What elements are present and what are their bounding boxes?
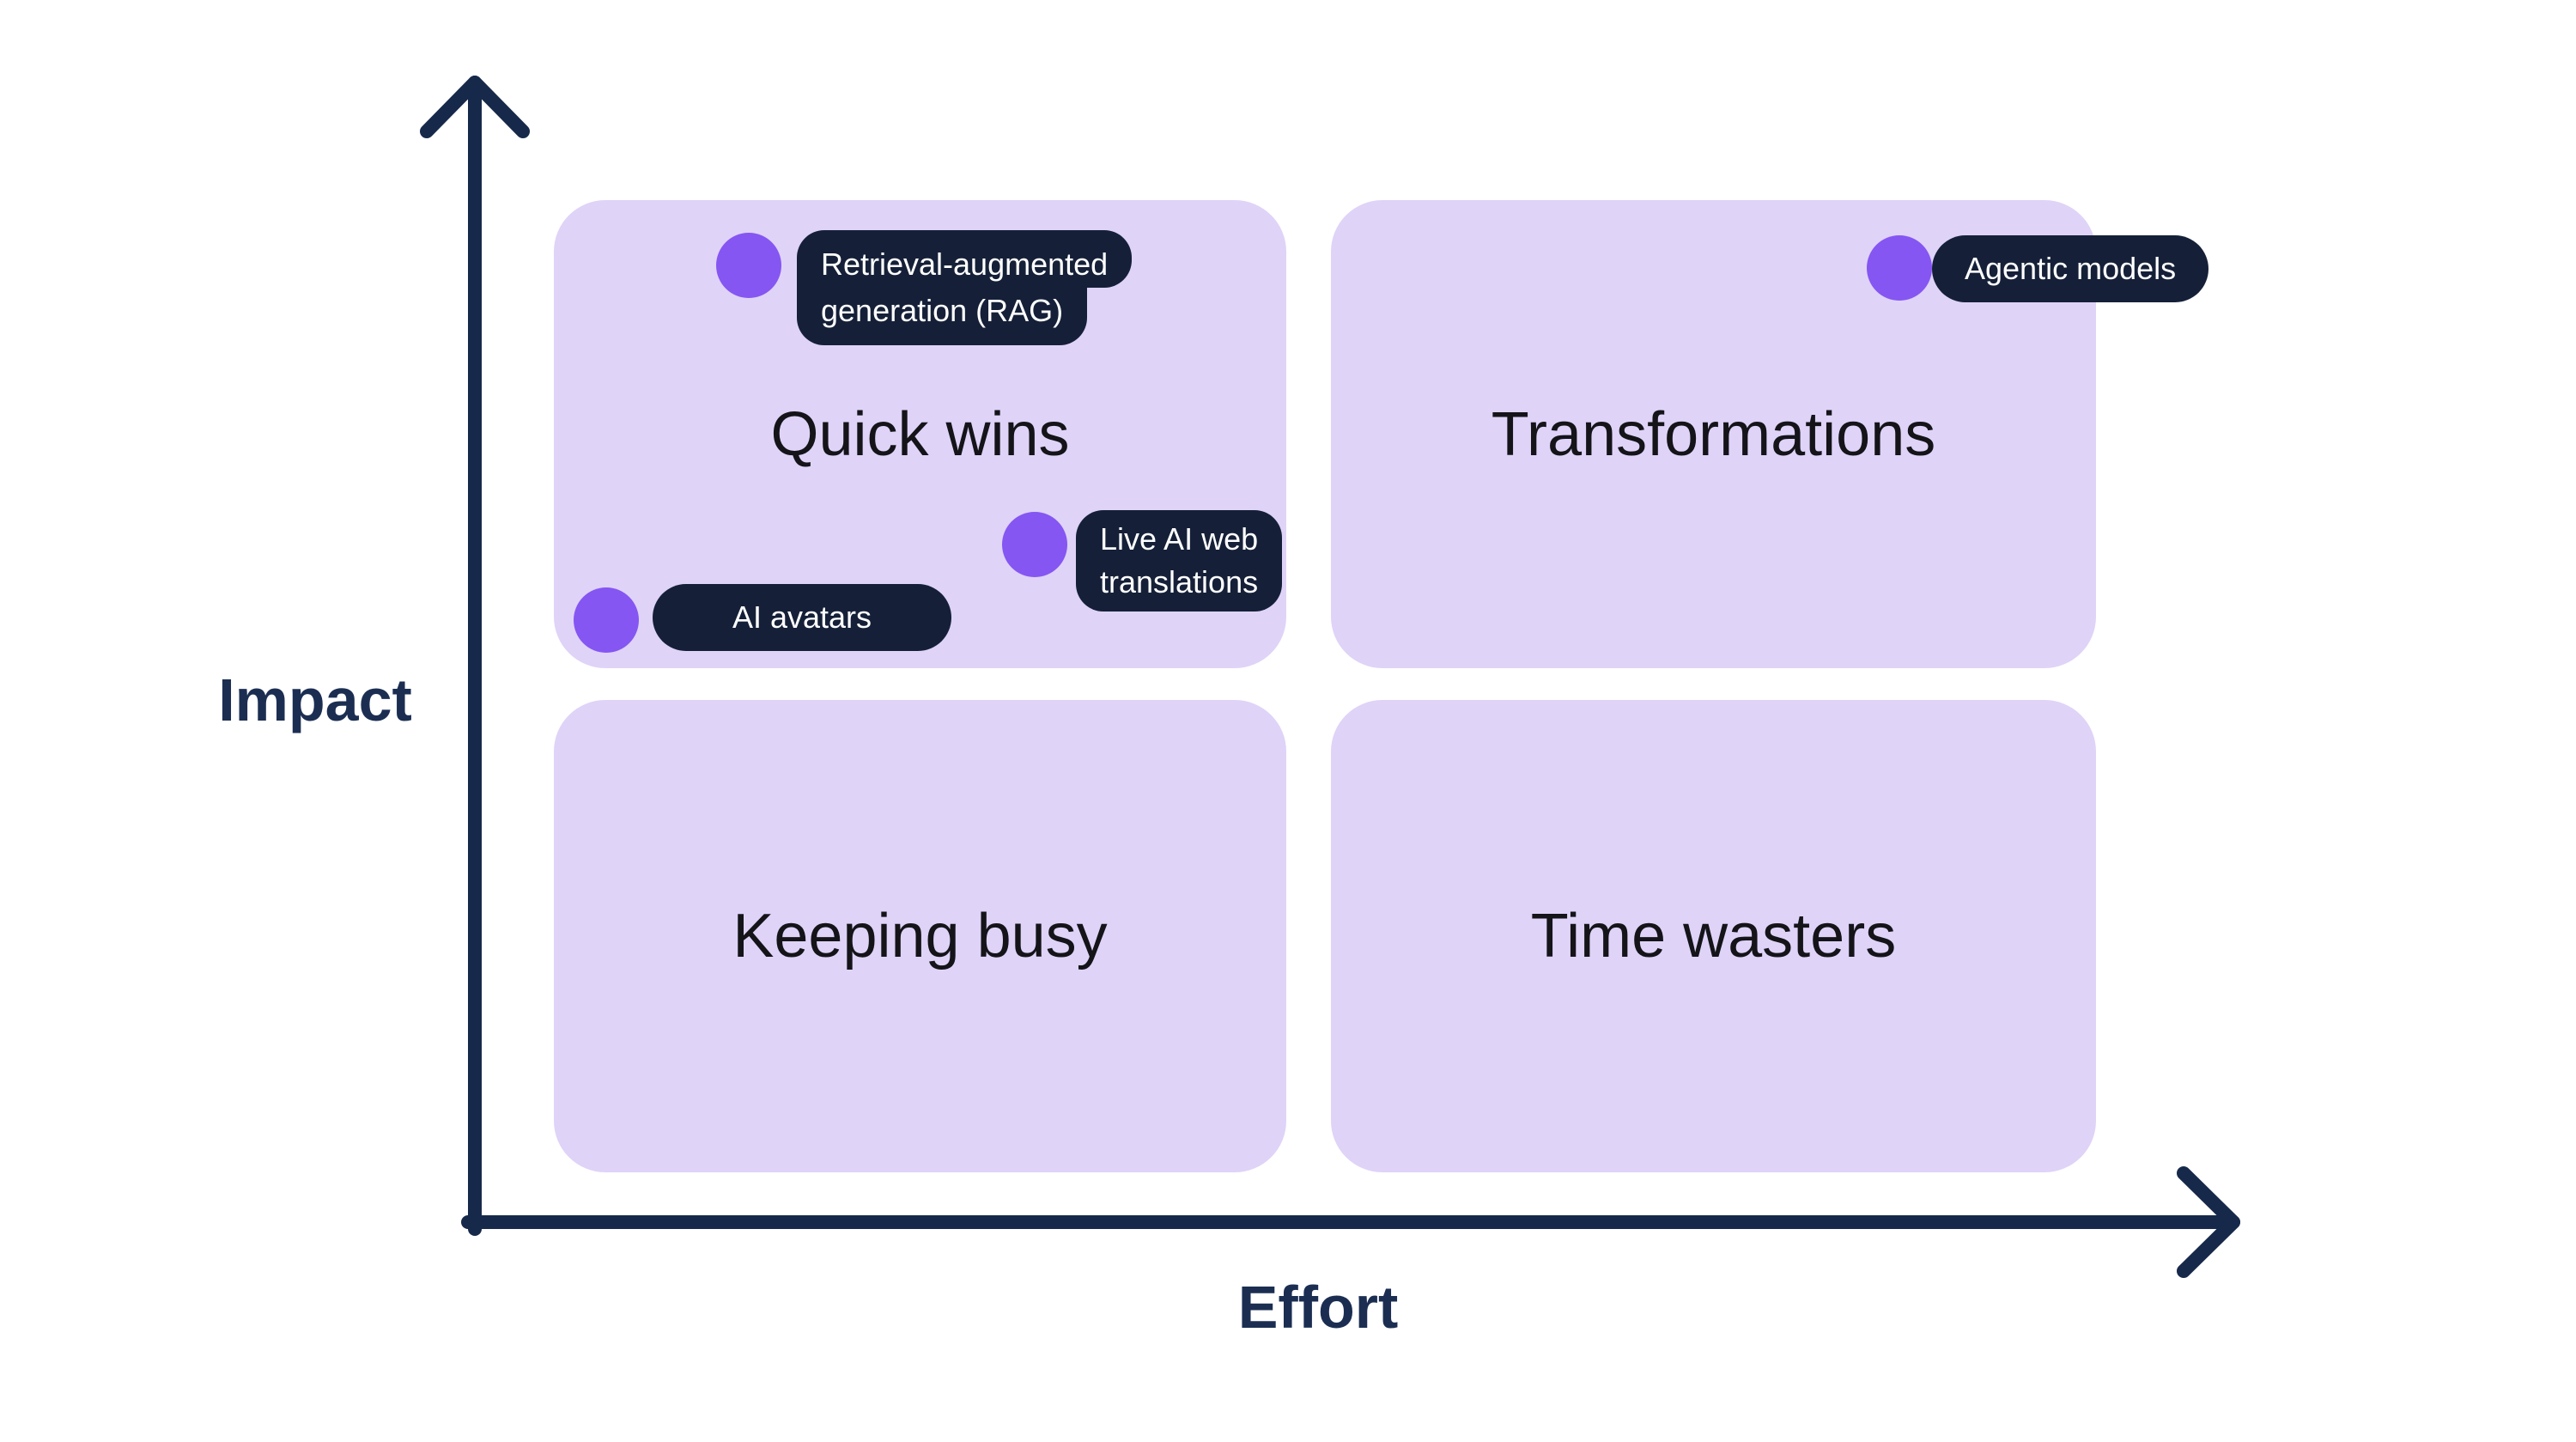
y-axis-label: Impact — [218, 666, 412, 733]
quadrant-title-keeping-busy: Keeping busy — [732, 902, 1108, 970]
quadrant-keeping-busy: Keeping busy — [554, 700, 1286, 1172]
item-label-agentic-models: Agentic models — [1932, 235, 2209, 302]
quadrant-title-transformations: Transformations — [1491, 399, 1936, 469]
item-dot-ai-avatars — [574, 587, 639, 653]
item-label-live-ai-web-translations: Live AI web translations — [1076, 510, 1283, 611]
item-label-rag: Retrieval-augmented generation (RAG) — [797, 230, 1133, 345]
item-label-ai-avatars: AI avatars — [653, 584, 951, 651]
item-label-live-line2: translations — [1100, 561, 1259, 604]
quadrant-title-time-wasters: Time wasters — [1530, 902, 1897, 970]
item-label-rag-line2: generation (RAG) — [797, 288, 1088, 345]
x-axis-label: Effort — [1237, 1274, 1399, 1341]
y-axis — [420, 76, 530, 1236]
item-label-live-line1: Live AI web — [1100, 518, 1259, 561]
x-axis-arrow-icon — [2177, 1166, 2240, 1278]
item-dot-rag — [716, 233, 781, 298]
item-dot-live-ai-web-translations — [1002, 512, 1067, 577]
item-label-rag-line1: Retrieval-augmented — [797, 230, 1133, 288]
y-axis-arrow-icon — [420, 76, 530, 138]
quadrant-title-quick-wins: Quick wins — [770, 399, 1070, 469]
item-dot-agentic-models — [1867, 235, 1932, 301]
quadrant-time-wasters: Time wasters — [1331, 700, 2096, 1172]
x-axis — [461, 1166, 2240, 1278]
